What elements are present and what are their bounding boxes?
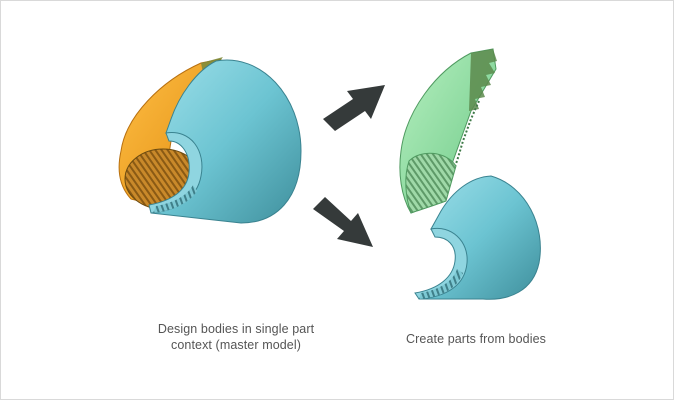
- create-parts-caption: Create parts from bodies: [371, 331, 581, 347]
- blue-part-illustration: [414, 175, 541, 300]
- master-model-caption-line1: Design bodies in single part: [157, 322, 315, 336]
- master-model-caption-line2: context (master model): [170, 338, 302, 352]
- master-model-illustration: [118, 57, 302, 224]
- master-model-caption: Design bodies in single part context (ma…: [131, 321, 341, 353]
- create-parts-caption-text: Create parts from bodies: [406, 332, 546, 346]
- arrow-right-up-icon: [323, 85, 385, 131]
- green-part-illustration: [399, 48, 497, 214]
- arrow-right-down-icon: [313, 197, 373, 247]
